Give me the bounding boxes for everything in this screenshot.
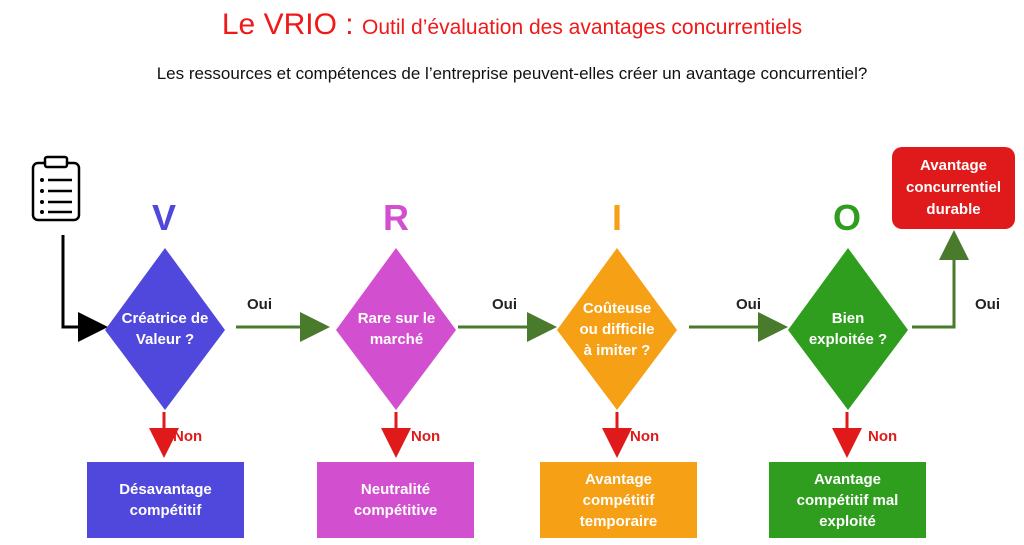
question-r: Rare sur le marché <box>357 310 436 348</box>
question-o: Bien exploitée ? <box>808 310 888 348</box>
no-label-i: Non <box>630 428 660 445</box>
diamond-o <box>788 248 908 410</box>
page-question: Les ressources et compétences de l’entre… <box>156 64 868 83</box>
final-outcome-label: Avantage concurrentiel durable <box>905 157 1002 218</box>
no-label-v: Non <box>173 428 203 445</box>
yes-label-i: Oui <box>736 296 761 313</box>
page-title: Le VRIO : Outil d’évaluation des avantag… <box>0 8 1024 42</box>
no-label-r: Non <box>411 428 441 445</box>
diamond-r <box>336 248 456 410</box>
yes-label-o: Oui <box>975 296 1000 313</box>
outcome-box-r: Neutralité compétitive <box>317 462 474 538</box>
title-main: Le VRIO : <box>221 8 354 41</box>
outcome-box-o: Avantage compétitif mal exploité <box>769 462 926 538</box>
outcome-box-v: Désavantage compétitif <box>87 462 244 538</box>
outcome-v-label: Désavantage compétitif <box>119 481 212 519</box>
letter-v: V <box>151 197 176 238</box>
letter-o: O <box>832 197 861 238</box>
outcome-r-label: Neutralité compétitive <box>353 481 438 519</box>
letter-r: R <box>383 197 409 238</box>
diamond-v <box>105 248 225 410</box>
final-outcome-box: Avantage concurrentiel durable <box>892 147 1015 229</box>
diamond-i <box>557 248 677 410</box>
outcome-i-label: Avantage compétitif temporaire <box>579 470 658 530</box>
no-label-o: Non <box>868 428 898 445</box>
start-arrow <box>61 235 108 342</box>
letter-i: I <box>611 197 622 238</box>
outcome-o-label: Avantage compétitif mal exploité <box>796 470 899 530</box>
question-v: Créatrice de Valeur ? <box>121 310 209 348</box>
yes-arrow-o-final <box>912 230 969 329</box>
outcome-box-i: Avantage compétitif temporaire <box>540 462 697 538</box>
title-sub: Outil d’évaluation des avantages concurr… <box>362 16 803 39</box>
yes-label-v: Oui <box>247 296 272 313</box>
yes-label-r: Oui <box>492 296 517 313</box>
question-i: Coûteuse ou difficile à imiter ? <box>579 300 655 359</box>
clipboard-icon <box>31 155 81 222</box>
